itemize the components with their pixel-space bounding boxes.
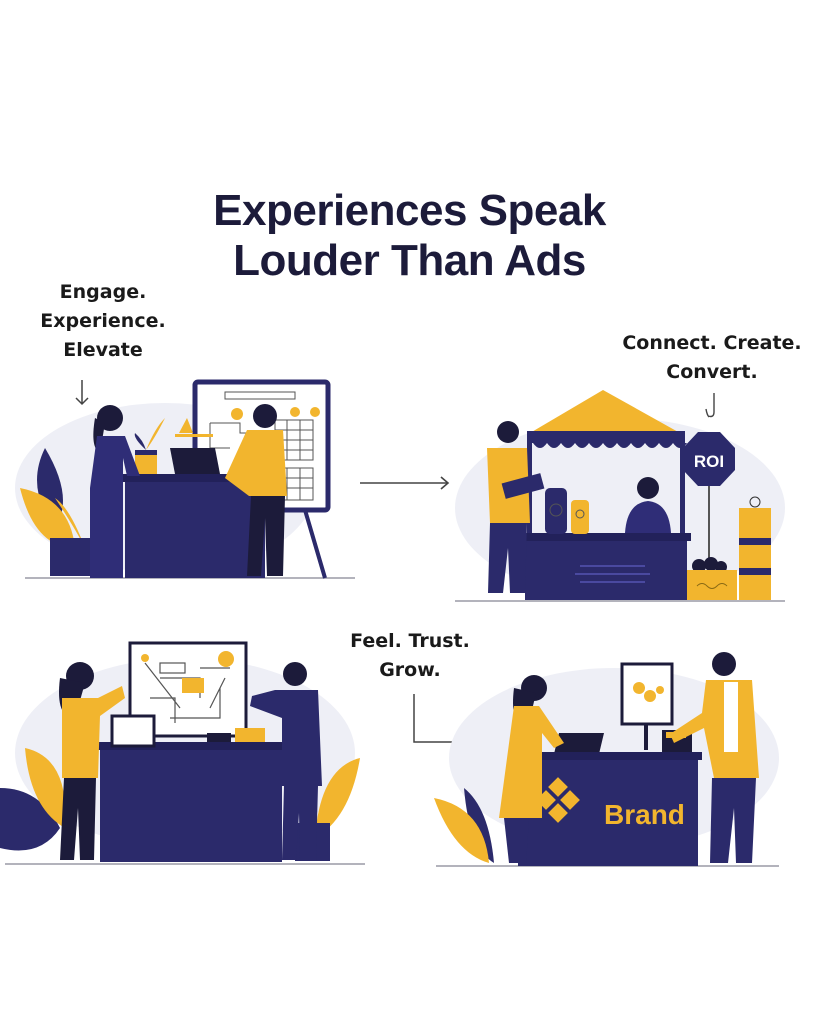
- brand-desk-label: Brand: [604, 799, 685, 830]
- headline-line-2: Louder Than Ads: [233, 236, 586, 285]
- caption-line: Grow.: [379, 659, 441, 681]
- curved-down-arrow-icon: [705, 393, 715, 418]
- scene-planning-desk: [15, 379, 355, 579]
- caption-line: Convert.: [666, 361, 758, 383]
- scene-blueprint-desk: [0, 641, 365, 865]
- caption-line: Engage.: [59, 281, 147, 303]
- headline-line-1: Experiences Speak: [213, 186, 606, 235]
- down-arrow-icon: [75, 380, 89, 406]
- caption-line: Elevate: [63, 339, 143, 361]
- caption-line: Experience.: [40, 310, 166, 332]
- caption-line: Connect. Create.: [622, 332, 802, 354]
- caption-engage: Engage. Experience. Elevate: [18, 278, 188, 365]
- roi-sign-label: ROI: [694, 452, 724, 471]
- scene-roi-booth: ROI: [455, 390, 785, 602]
- right-arrow-icon: [360, 476, 450, 490]
- headline: Experiences Speak Louder Than Ads: [0, 186, 819, 286]
- caption-line: Feel. Trust.: [350, 630, 470, 652]
- caption-connect: Connect. Create. Convert.: [612, 329, 812, 387]
- scene-brand-desk: Brand: [434, 652, 779, 867]
- caption-feel: Feel. Trust. Grow.: [330, 627, 490, 685]
